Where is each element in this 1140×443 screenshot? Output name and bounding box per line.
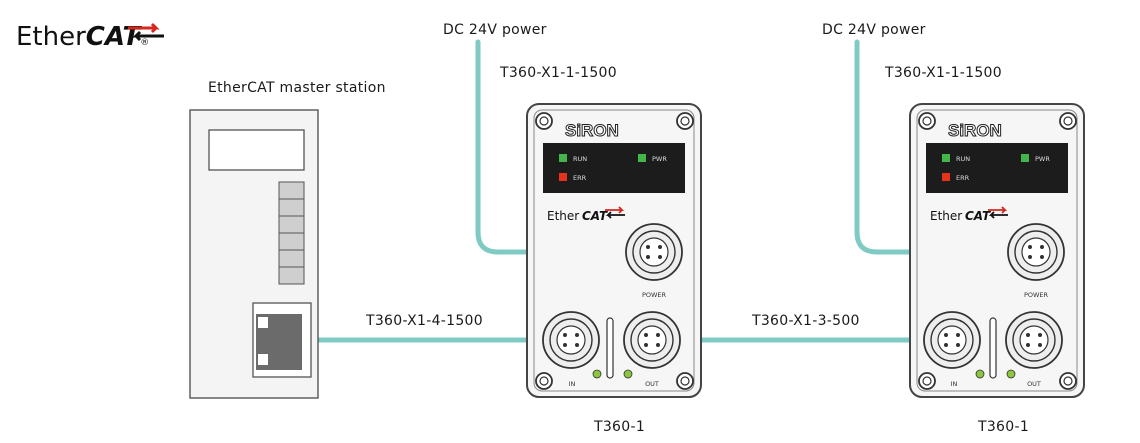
power-cable-label-1: T360-X1-1-1500 bbox=[500, 65, 617, 81]
power-cable-2 bbox=[854, 39, 1039, 255]
device-name-2: T360-1 bbox=[978, 419, 1030, 435]
power-connector bbox=[625, 223, 683, 281]
network-cable-label-2: T360-X1-3-500 bbox=[752, 313, 860, 329]
svg-text:OUT: OUT bbox=[1027, 380, 1041, 388]
ethercat-logo-arrows-icon bbox=[128, 22, 164, 42]
svg-text:RUN: RUN bbox=[956, 155, 970, 163]
svg-text:POWER: POWER bbox=[1024, 291, 1049, 299]
brand-logo: SiRON bbox=[948, 121, 1002, 140]
svg-text:IN: IN bbox=[569, 380, 576, 388]
out-connector bbox=[623, 311, 681, 369]
master-station-label: EtherCAT master station bbox=[208, 80, 386, 96]
in-connector bbox=[923, 311, 981, 369]
power-connector bbox=[1007, 223, 1065, 281]
io-module-1: SiRON RUN ERR PWR Ether CAT POWER bbox=[526, 103, 702, 398]
svg-text:PWR: PWR bbox=[652, 155, 667, 163]
svg-text:ERR: ERR bbox=[573, 174, 587, 182]
svg-text:CAT: CAT bbox=[582, 209, 608, 223]
brand-logo: SiRON bbox=[565, 121, 619, 140]
svg-text:POWER: POWER bbox=[642, 291, 667, 299]
io-module-2: SiRON RUN ERR PWR Ether CAT POWER bbox=[909, 103, 1085, 398]
network-cable-label-1: T360-X1-4-1500 bbox=[366, 313, 483, 329]
power-label-2: DC 24V power bbox=[822, 22, 926, 38]
master-ethernet-port bbox=[252, 302, 312, 378]
svg-text:PWR: PWR bbox=[1035, 155, 1050, 163]
svg-text:CAT: CAT bbox=[965, 209, 991, 223]
svg-text:ERR: ERR bbox=[956, 174, 970, 182]
device-name-1: T360-1 bbox=[594, 419, 646, 435]
power-cable-1 bbox=[475, 39, 657, 255]
svg-text:Ether: Ether bbox=[930, 209, 962, 223]
master-station bbox=[189, 109, 319, 399]
svg-text:IN: IN bbox=[951, 380, 958, 388]
svg-text:Ether: Ether bbox=[547, 209, 579, 223]
out-connector bbox=[1005, 311, 1063, 369]
in-connector bbox=[542, 311, 600, 369]
power-cable-label-2: T360-X1-1-1500 bbox=[885, 65, 1002, 81]
svg-text:OUT: OUT bbox=[645, 380, 659, 388]
power-label-1: DC 24V power bbox=[443, 22, 547, 38]
svg-text:RUN: RUN bbox=[573, 155, 587, 163]
